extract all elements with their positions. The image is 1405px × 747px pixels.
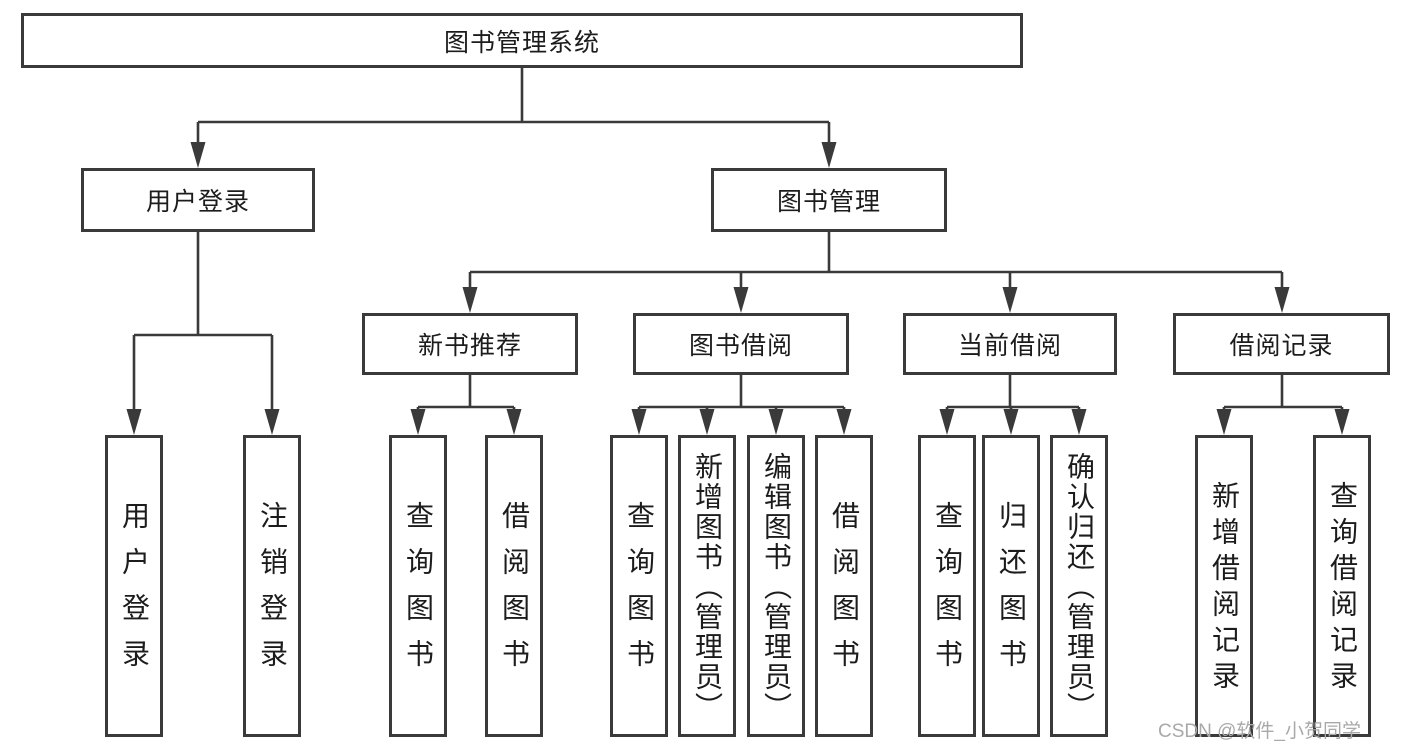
leaf-add-books-admin: 新增图书（管理员） [678, 435, 736, 737]
leaf-label: 查询图书 [932, 501, 963, 685]
leaf-user-login: 用户登录 [105, 435, 163, 737]
node-current-borrow: 当前借阅 [903, 313, 1117, 375]
leaf-add-borrow-record: 新增借阅记录 [1195, 435, 1253, 737]
leaf-label: 确认归还（管理员） [1064, 452, 1095, 722]
leaf-label: 借阅图书 [499, 501, 530, 685]
leaf-label: 编辑图书（管理员） [761, 452, 792, 722]
node-user-login-branch: 用户登录 [81, 168, 315, 232]
leaf-label: 注销登录 [257, 501, 288, 685]
leaf-query-borrow-record: 查询借阅记录 [1313, 435, 1371, 737]
leaf-query-books: 查询图书 [610, 435, 668, 737]
leaf-query-current-books: 查询图书 [918, 435, 976, 737]
leaf-return-books: 归还图书 [982, 435, 1040, 737]
leaf-borrow-books-recommend: 借阅图书 [485, 435, 543, 737]
leaf-label: 归还图书 [996, 501, 1027, 685]
leaf-label: 查询图书 [624, 501, 655, 685]
node-book-management-branch: 图书管理 [711, 168, 947, 232]
leaf-label: 借阅图书 [829, 501, 860, 685]
csdn-watermark: CSDN @软件_小贺同学 [1158, 721, 1361, 742]
node-borrow-records: 借阅记录 [1173, 313, 1390, 375]
leaf-logout: 注销登录 [243, 435, 301, 737]
leaf-edit-books-admin: 编辑图书（管理员） [747, 435, 805, 737]
leaf-label: 用户登录 [119, 501, 150, 685]
node-root: 图书管理系统 [21, 13, 1023, 68]
leaf-label: 查询借阅记录 [1327, 481, 1358, 697]
node-new-book-recommend: 新书推荐 [362, 313, 578, 375]
leaf-label: 查询图书 [403, 501, 434, 685]
leaf-confirm-return-admin: 确认归还（管理员） [1050, 435, 1108, 737]
leaf-query-books-recommend: 查询图书 [389, 435, 447, 737]
leaf-label: 新增图书（管理员） [692, 452, 723, 722]
leaf-label: 新增借阅记录 [1209, 481, 1240, 697]
node-book-borrow: 图书借阅 [633, 313, 849, 375]
leaf-borrow-books: 借阅图书 [815, 435, 873, 737]
